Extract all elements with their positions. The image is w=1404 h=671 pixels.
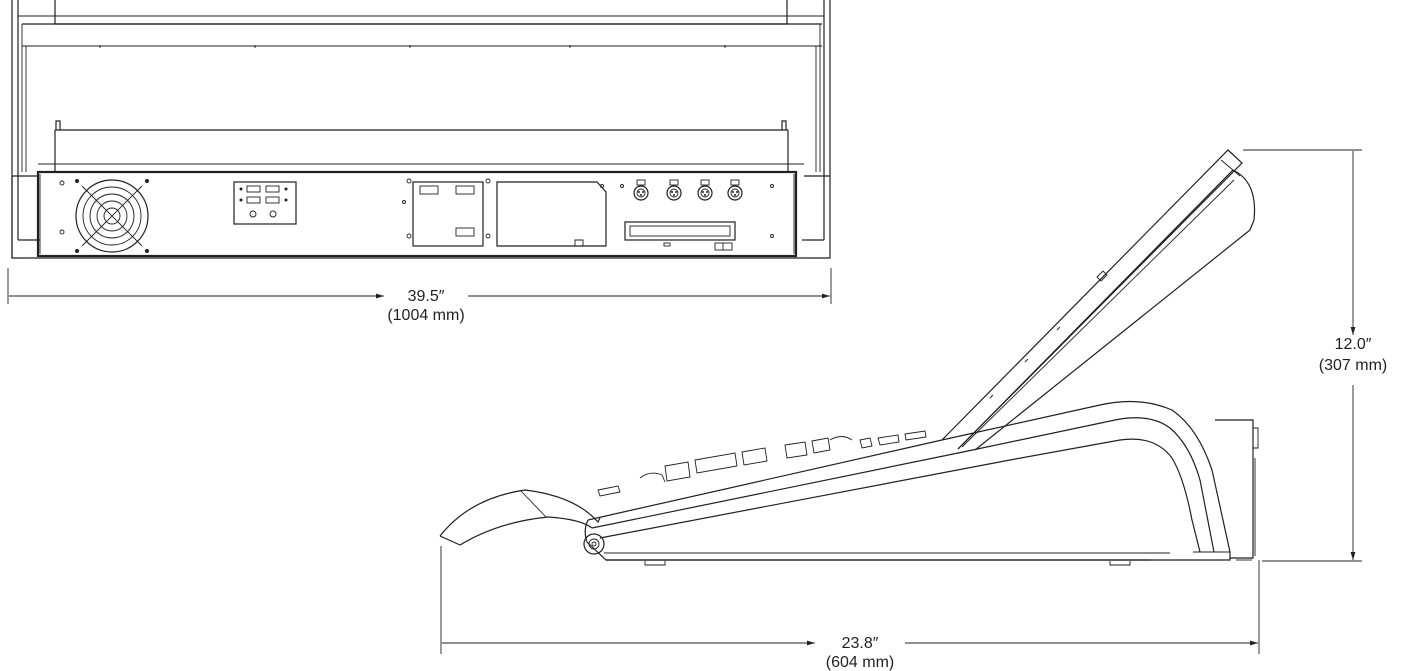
xlr-connectors: [620, 179, 774, 201]
height-dimension: [1243, 149, 1362, 562]
side-view: [439, 149, 1259, 566]
surface-controls: [597, 430, 927, 497]
connector-plate: [402, 178, 491, 247]
rear-shell: [11, 0, 831, 259]
width-dimension-inches: 39.5″: [408, 288, 445, 305]
width-dimension: [7, 268, 832, 304]
rear-meter-bridge: [18, 0, 824, 172]
armrest: [439, 489, 601, 546]
fan-grille: [59, 179, 149, 253]
depth-dimension-mm: (604 mm): [826, 654, 894, 671]
depth-dimension-inches: 23.8″: [842, 635, 879, 652]
side-knob: [583, 533, 605, 555]
depth-dimension: [440, 546, 1260, 654]
console-body: [584, 400, 1259, 566]
width-dimension-mm: (1004 mm): [387, 307, 464, 324]
rear-view: [11, 0, 831, 259]
tilted-screen: [941, 149, 1256, 451]
height-dimension-inches: 12.0″: [1335, 336, 1372, 353]
io-plate: [233, 181, 297, 225]
rear-panel: [36, 170, 798, 259]
drive-slot: [624, 221, 774, 251]
blank-panel: [496, 181, 607, 247]
height-dimension-mm: (307 mm): [1319, 357, 1387, 374]
